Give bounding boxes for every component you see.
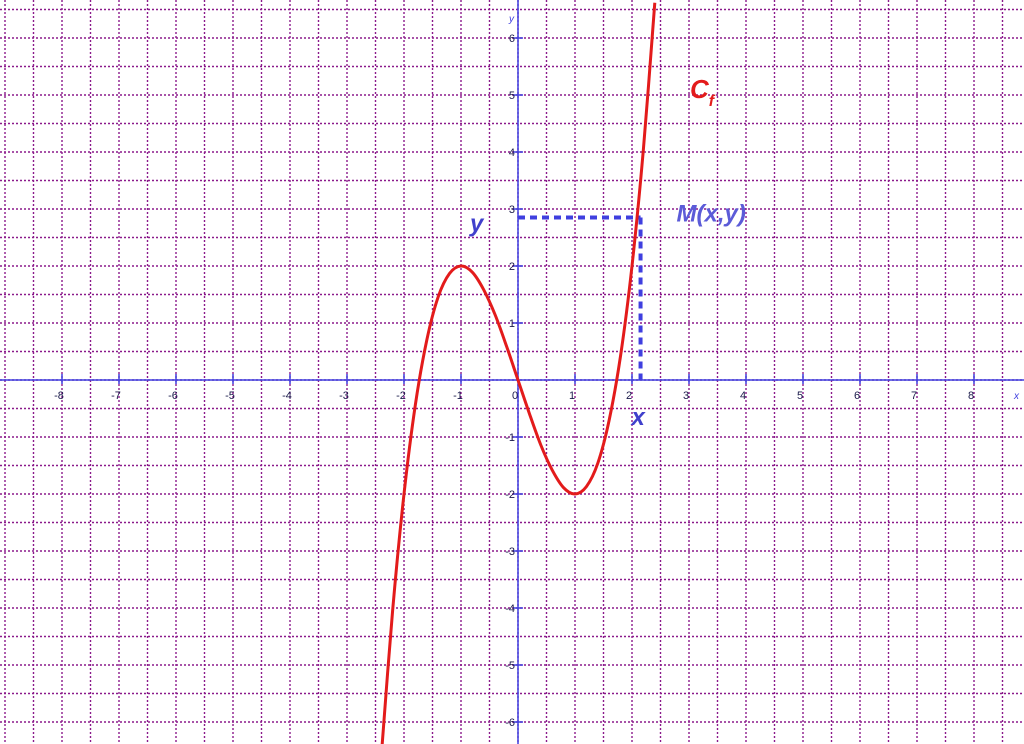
- ticks: -8 -7 -6 -5 -4 -3 -2 -1 0 1 2 3 4 5 6 7 8 -6 -5 -4 -3 -2 -1 1 2 3…: [54, 33, 975, 729]
- y-tick-label: -3: [505, 546, 515, 558]
- x-tick-label: -3: [339, 390, 349, 402]
- y-tick-label: -2: [505, 489, 515, 501]
- y-tick-label: 4: [509, 147, 515, 159]
- x-tick-label: -1: [453, 390, 463, 402]
- curve-label-main: C: [690, 74, 710, 104]
- y-tick-label: -5: [505, 660, 515, 672]
- x-tick-label: 2: [626, 390, 632, 402]
- y-tick-label: 5: [509, 90, 515, 102]
- x-tick-label: 5: [797, 390, 803, 402]
- curve-label: Cf: [690, 74, 716, 110]
- x-tick-label: 1: [569, 390, 575, 402]
- y-tick-label: 1: [509, 318, 515, 330]
- y-axis-name: y: [508, 14, 515, 25]
- x-tick-label: 4: [740, 390, 746, 402]
- y-tick-label: 3: [509, 204, 515, 216]
- x-tick-label: -5: [225, 390, 235, 402]
- x-axis-name: x: [1013, 391, 1020, 402]
- x-tick-label: 3: [683, 390, 689, 402]
- x-tick-label: -7: [111, 390, 121, 402]
- x-tick-label: 7: [911, 390, 917, 402]
- x-tick-label: 0: [512, 390, 518, 402]
- y-marker-label: y: [469, 211, 485, 238]
- y-tick-label: -1: [505, 432, 515, 444]
- x-marker-label: x: [630, 404, 647, 431]
- curve-cf: [380, 2, 657, 744]
- y-tick-label: -6: [505, 717, 515, 729]
- x-tick-label: -2: [396, 390, 406, 402]
- curve-label-sub: f: [709, 93, 716, 110]
- point-label: M(x,y): [677, 201, 746, 228]
- x-tick-label: -4: [282, 390, 292, 402]
- y-tick-label: 2: [509, 261, 515, 273]
- y-tick-label: 6: [509, 33, 515, 45]
- y-tick-label: -4: [505, 603, 515, 615]
- point-guides: [518, 215, 643, 380]
- x-tick-label: 8: [968, 390, 974, 402]
- x-tick-label: 6: [854, 390, 860, 402]
- x-tick-label: -8: [54, 390, 64, 402]
- x-tick-label: -6: [168, 390, 178, 402]
